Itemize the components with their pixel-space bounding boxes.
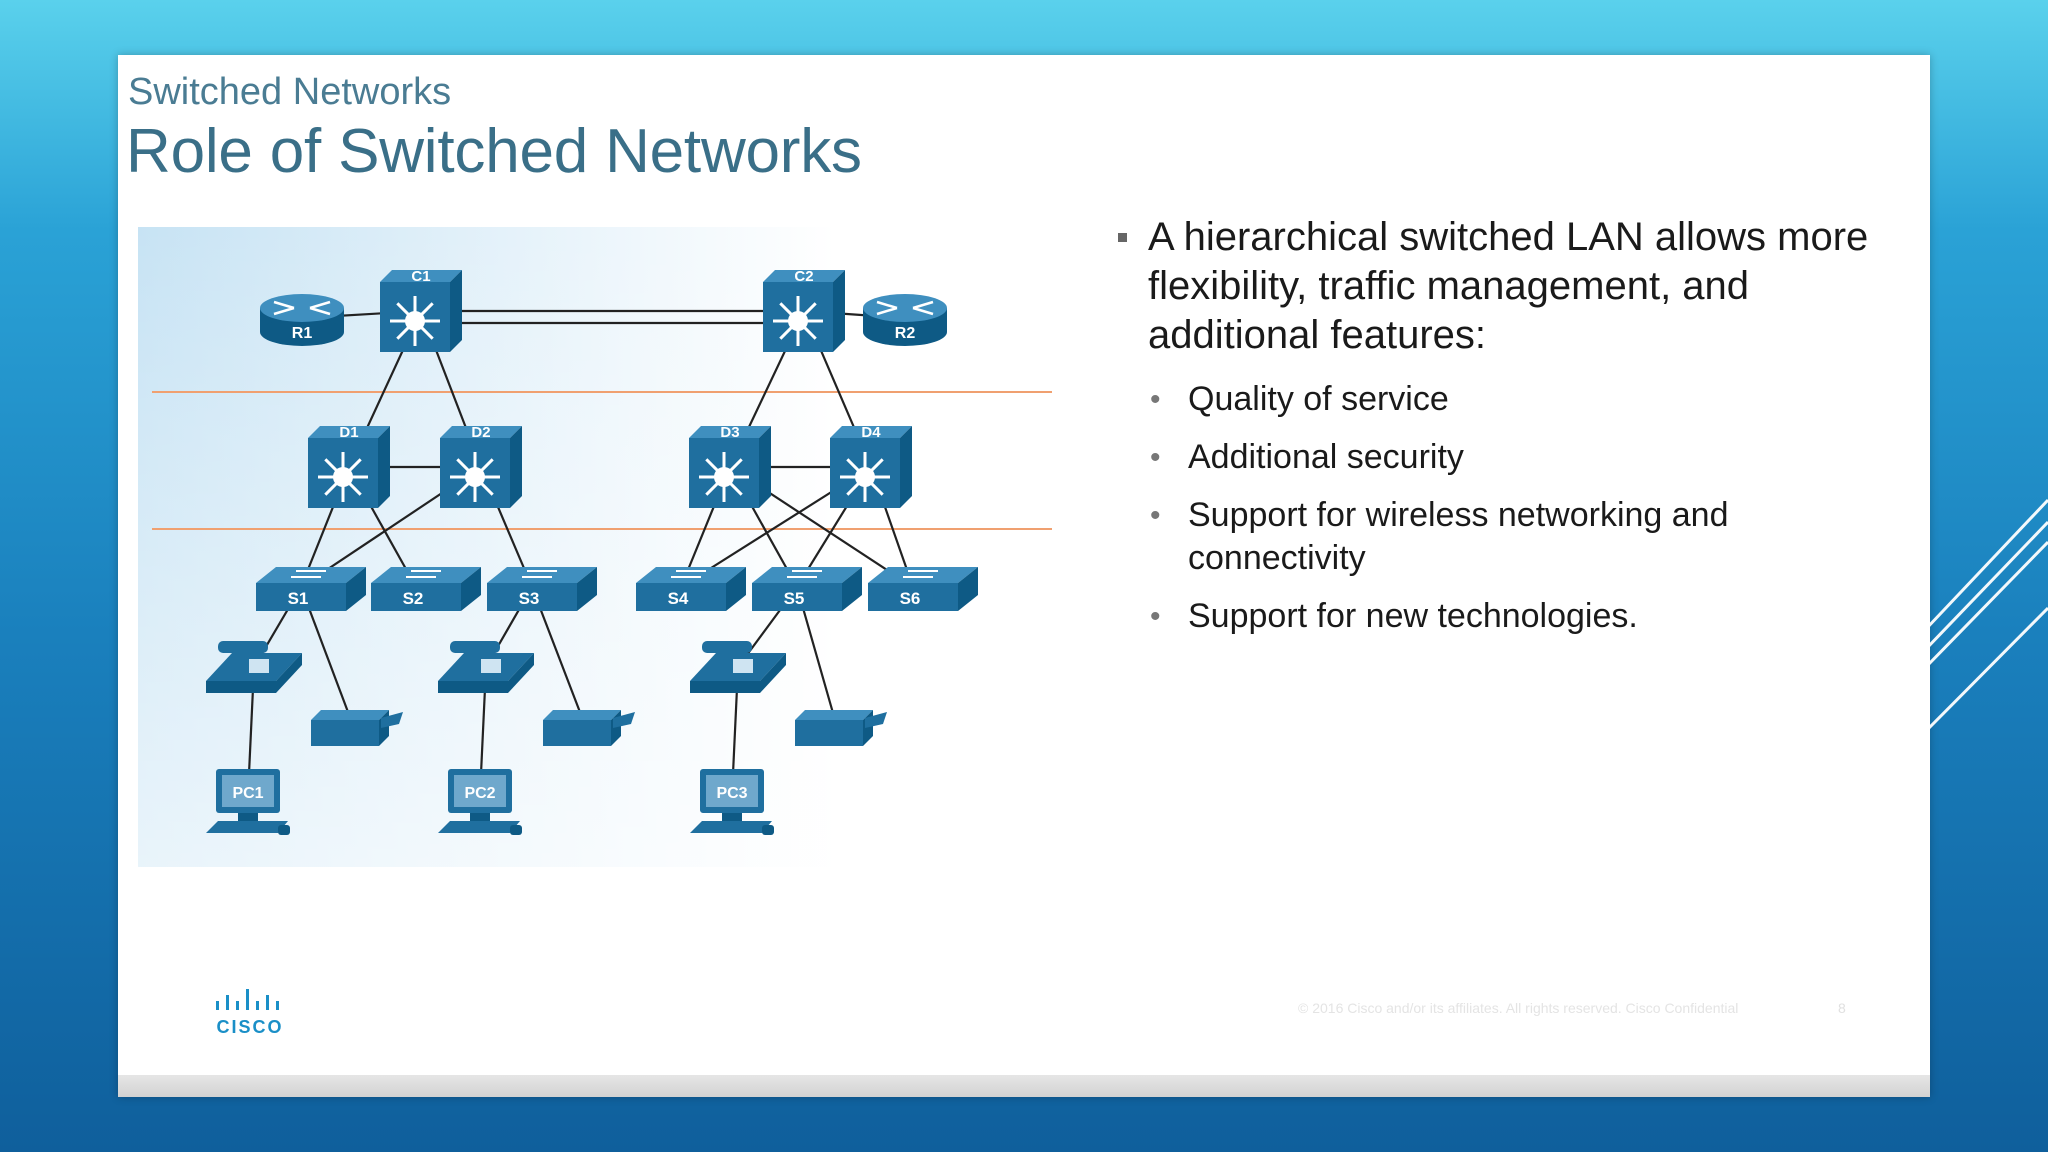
switch-label: S5 [784, 589, 805, 608]
router-label: R1 [292, 325, 313, 342]
main-bullet-text: A hierarchical switched LAN allows more … [1148, 215, 1869, 357]
switch-label: C1 [411, 268, 430, 285]
bullet-dot-icon: • [1150, 383, 1161, 416]
section-header: Switched Networks [128, 71, 452, 113]
sub-bullet-text: Support for new technologies. [1188, 597, 1638, 635]
switch-label: D3 [720, 424, 739, 441]
router-arrows-icon [876, 300, 934, 316]
sub-bullet-text: Quality of service [1188, 380, 1449, 418]
slide-title: Role of Switched Networks [126, 117, 862, 186]
pc-label: PC1 [232, 785, 263, 802]
pc-label: PC2 [464, 785, 495, 802]
cisco-logo: CISCO [210, 987, 290, 1047]
switch-arrows-icon [903, 570, 938, 578]
page-number: 8 [1838, 1000, 1846, 1016]
bullet-dot-icon: • [1150, 441, 1161, 474]
starburst-icon [390, 296, 440, 346]
switch-label: S3 [519, 589, 540, 608]
s6-access-switch: S6 [868, 567, 978, 611]
router-arrows-icon [273, 300, 331, 316]
r1-router: R1 [260, 294, 344, 346]
switch-label: D2 [471, 424, 490, 441]
switch-label: S6 [900, 589, 921, 608]
square-bullet-icon [1118, 233, 1127, 242]
footer-copyright: © 2016 Cisco and/or its affiliates. All … [1298, 1000, 1739, 1016]
decorative-stripes [1925, 498, 2048, 734]
starburst-icon [840, 452, 890, 502]
switch-label: D1 [339, 424, 358, 441]
cisco-logo-text: CISCO [216, 1017, 284, 1037]
list-item: • Additional security [1150, 436, 1790, 479]
switch-label: D4 [861, 424, 881, 441]
cisco-bars-icon [216, 989, 279, 1010]
switch-arrows-icon [406, 570, 441, 578]
d1-multilayer-switch: D1 [308, 424, 390, 508]
d3-multilayer-switch: D3 [689, 424, 771, 508]
list-item: • Support for wireless networking and co… [1150, 494, 1790, 580]
pc1-pc: PC1 [206, 769, 290, 835]
s5-access-switch: S5 [752, 567, 862, 611]
switch-label: S4 [668, 589, 689, 608]
slide-bottom-bar [118, 1075, 1930, 1097]
sub-bullet-list: • Quality of service • Additional securi… [1118, 378, 1918, 638]
slide: Switched Networks Role of Switched Netwo… [118, 55, 1930, 1097]
printer-icon [795, 710, 887, 746]
c2-multilayer-switch: C2 [763, 268, 845, 352]
r2-router: R2 [863, 294, 947, 346]
d2-multilayer-switch: D2 [440, 424, 522, 508]
s2-access-switch: S2 [371, 567, 481, 611]
ip-phone-icon [206, 641, 302, 693]
pc3-pc: PC3 [690, 769, 774, 835]
pc-label: PC3 [716, 785, 747, 802]
bullet-dot-icon: • [1150, 499, 1161, 532]
bullet-dot-icon: • [1150, 600, 1161, 633]
c1-multilayer-switch: C1 [380, 268, 462, 352]
d4-multilayer-switch: D4 [830, 424, 912, 508]
switch-arrows-icon [522, 570, 557, 578]
s3-access-switch: S3 [487, 567, 597, 611]
sub-bullet-text: Additional security [1188, 438, 1464, 476]
s4-access-switch: S4 [636, 567, 746, 611]
switch-arrows-icon [291, 570, 326, 578]
starburst-icon [318, 452, 368, 502]
starburst-icon [450, 452, 500, 502]
starburst-icon [699, 452, 749, 502]
router-label: R2 [895, 325, 916, 342]
switch-label: S2 [403, 589, 424, 608]
sub-bullet-text: Support for wireless networking and conn… [1188, 496, 1729, 577]
bullet-content: A hierarchical switched LAN allows more … [1118, 213, 1918, 653]
list-item: • Support for new technologies. [1150, 595, 1790, 638]
ip-phone-icon [690, 641, 786, 693]
starburst-icon [773, 296, 823, 346]
list-item: • Quality of service [1150, 378, 1790, 421]
main-bullet: A hierarchical switched LAN allows more … [1118, 213, 1918, 360]
switch-arrows-icon [787, 570, 822, 578]
switch-label: C2 [794, 268, 813, 285]
printer-icon [311, 710, 403, 746]
printer-icon [543, 710, 635, 746]
switch-arrows-icon [671, 570, 706, 578]
pc2-pc: PC2 [438, 769, 522, 835]
ip-phone-icon [438, 641, 534, 693]
s1-access-switch: S1 [256, 567, 366, 611]
switch-label: S1 [288, 589, 309, 608]
